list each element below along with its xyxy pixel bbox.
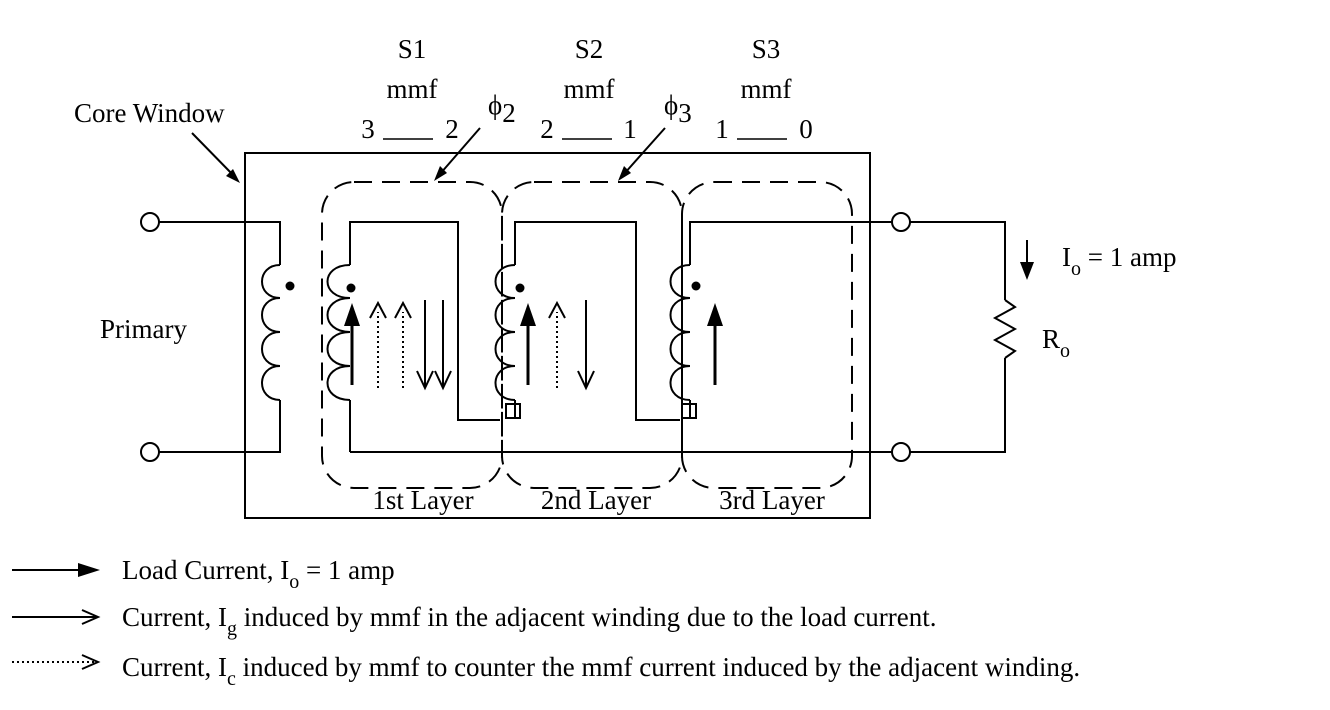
layer2-load-arrow-head [520, 303, 536, 326]
legend-load-text-pre: Load Current, I [122, 555, 289, 585]
primary-terminal-bottom [140, 442, 160, 462]
legend-counter-text-pre: Current, I [122, 652, 227, 682]
layer3-dot [691, 281, 701, 291]
primary-wire-bottom [159, 400, 281, 453]
layer3-load-arrow-head [707, 303, 723, 326]
layer1-label: 1st Layer [372, 485, 473, 515]
legend-load-text-post: = 1 amp [299, 555, 394, 585]
legend-induced-text-sub: g [227, 618, 237, 640]
layer1-induced-arrow-1-head [416, 370, 434, 391]
io-label-sub: o [1071, 258, 1081, 280]
section-s3-mmf: mmf [741, 74, 792, 104]
io-label: Io = 1 amp [1062, 242, 1176, 280]
phi2-pointer [439, 127, 481, 175]
layer2-dot [515, 283, 525, 293]
layer1-wire-top [349, 221, 500, 421]
flux-loop-layer3 [681, 181, 853, 489]
layer1-counter-arrow-1-head [369, 300, 387, 319]
load-resistor [992, 299, 1018, 359]
flux-phi2-sub: 2 [502, 98, 516, 128]
flux-phi3-symbol: ϕ [664, 90, 678, 120]
flux-phi3-sub: 3 [678, 98, 692, 128]
core-window-pointer-head [226, 169, 240, 183]
output-terminal-bottom [891, 442, 911, 462]
section-s3-name: S3 [752, 34, 781, 64]
section-s3-mmf-to: 0 [799, 114, 813, 144]
io-arrow-head [1020, 262, 1034, 280]
layer3-wire-top [689, 221, 892, 265]
load-wire-top [910, 221, 1006, 300]
legend-counter-text-sub: c [227, 668, 236, 690]
section-s2-mmf: mmf [564, 74, 615, 104]
layer1-dot [346, 283, 356, 293]
phi3-pointer-head [618, 166, 631, 181]
layer2-counter-arrow-head [548, 300, 566, 319]
layer2-wire-top [514, 221, 680, 421]
section-s1-mmf-from: 3 [361, 114, 375, 144]
legend-counter-text-post: induced by mmf to counter the mmf curren… [236, 652, 1080, 682]
legend-induced-text-post: induced by mmf in the adjacent winding d… [237, 602, 937, 632]
section-s2-mmf-from: 2 [540, 114, 554, 144]
load-wire-bottom [910, 358, 1006, 453]
legend-load-text: Load Current, Io = 1 amp [122, 555, 395, 593]
flux-phi2-label: ϕ2 [488, 90, 516, 128]
layer1-counter-arrow-2-head [394, 300, 412, 319]
legend-load-text-sub: o [289, 571, 299, 593]
layer2-label: 2nd Layer [541, 485, 651, 515]
legend-load-arrow-head [78, 563, 100, 577]
flux-loop-layer2 [501, 181, 683, 489]
core-window-frame [244, 152, 871, 519]
phi2-pointer-head [434, 166, 447, 181]
primary-label: Primary [100, 314, 187, 344]
ro-label-main: R [1042, 324, 1060, 354]
section-s1-mmf-to: 2 [445, 114, 459, 144]
layer2-coil [494, 264, 516, 401]
primary-wire-top [159, 221, 281, 265]
flux-phi2-symbol: ϕ [488, 90, 502, 120]
section-s1-name: S1 [398, 34, 427, 64]
layer1-coil [326, 264, 351, 401]
layer1-load-arrow-head [344, 303, 360, 326]
legend-counter-arrow-head [81, 654, 101, 670]
section-s2-name: S2 [575, 34, 604, 64]
ro-label: Ro [1042, 324, 1070, 362]
legend-induced-text: Current, Ig induced by mmf in the adjace… [122, 602, 937, 640]
primary-coil [261, 264, 281, 401]
section-s2-mmf-to: 1 [623, 114, 637, 144]
io-label-rest: = 1 amp [1081, 242, 1176, 272]
phi3-pointer [623, 127, 666, 175]
layer1-induced-arrow-2-head [434, 370, 452, 391]
layer3-coil [669, 264, 691, 401]
section-s1-mmf: mmf [387, 74, 438, 104]
legend-induced-arrow-head [81, 609, 101, 625]
flux-phi3-label: ϕ3 [664, 90, 692, 128]
core-window-pointer [191, 132, 237, 179]
layer2-joint [505, 403, 521, 419]
core-window-label: Core Window [74, 98, 225, 128]
output-terminal-top [891, 212, 911, 232]
layer3-label: 3rd Layer [719, 485, 825, 515]
primary-terminal-top [140, 212, 160, 232]
layer2-induced-arrow-head [577, 370, 595, 391]
primary-dot [285, 281, 295, 291]
io-label-main: I [1062, 242, 1071, 272]
section-s3-mmf-from: 1 [715, 114, 729, 144]
legend-induced-text-pre: Current, I [122, 602, 227, 632]
ro-label-sub: o [1060, 340, 1070, 362]
legend-counter-text: Current, Ic induced by mmf to counter th… [122, 652, 1080, 690]
